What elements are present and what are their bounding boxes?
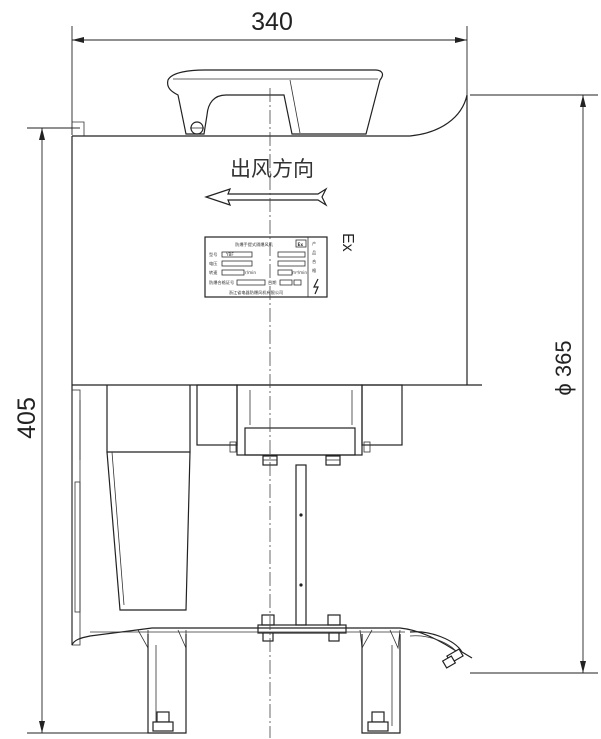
height-dimension: 405 [13, 127, 160, 734]
cable-gland [409, 631, 473, 669]
diameter-value: ϕ 365 [551, 340, 576, 395]
left-foot [147, 634, 187, 734]
carry-handle [167, 69, 384, 135]
nameplate-title: 防爆手提式隔爆风机 [235, 241, 274, 248]
nameplate-model-value: YBF [225, 252, 234, 257]
lightning-icon [313, 278, 319, 295]
width-dimension: 340 [71, 8, 468, 135]
nameplate-voltage: 电压 [209, 260, 217, 267]
nameplate-ex-badge: Ex [298, 242, 304, 247]
nameplate: 防爆手提式隔爆风机 Ex 型号 YBF 电压 转速 r/min m³/min 防… [204, 236, 328, 298]
nameplate-speed: 转速 [209, 269, 218, 276]
nameplate-flow-unit: m³/min [292, 270, 307, 275]
lower-assembly [71, 384, 463, 656]
nameplate-speed-unit: r/min [245, 270, 256, 275]
ex-mark: Ex [339, 233, 356, 252]
nameplate-date: 日期 [268, 280, 276, 286]
nameplate-model: 型号 [209, 251, 217, 258]
airflow-label: 出风方向 [230, 157, 314, 181]
airflow-indicator: 出风方向 [204, 157, 328, 207]
height-value: 405 [13, 397, 41, 439]
nameplate-side-2: 品 [312, 250, 316, 256]
nameplate-side-3: 合 [312, 258, 317, 265]
nameplate-maker: 浙江省电器防爆风机有限公司 [229, 289, 283, 296]
width-value: 340 [251, 8, 293, 36]
diameter-dimension: ϕ 365 [470, 94, 598, 674]
nameplate-side-4: 格 [312, 267, 317, 274]
nameplate-cert: 防爆合格证号 [209, 279, 234, 286]
nameplate-side-1: 产 [312, 240, 316, 247]
right-foot [361, 634, 401, 734]
